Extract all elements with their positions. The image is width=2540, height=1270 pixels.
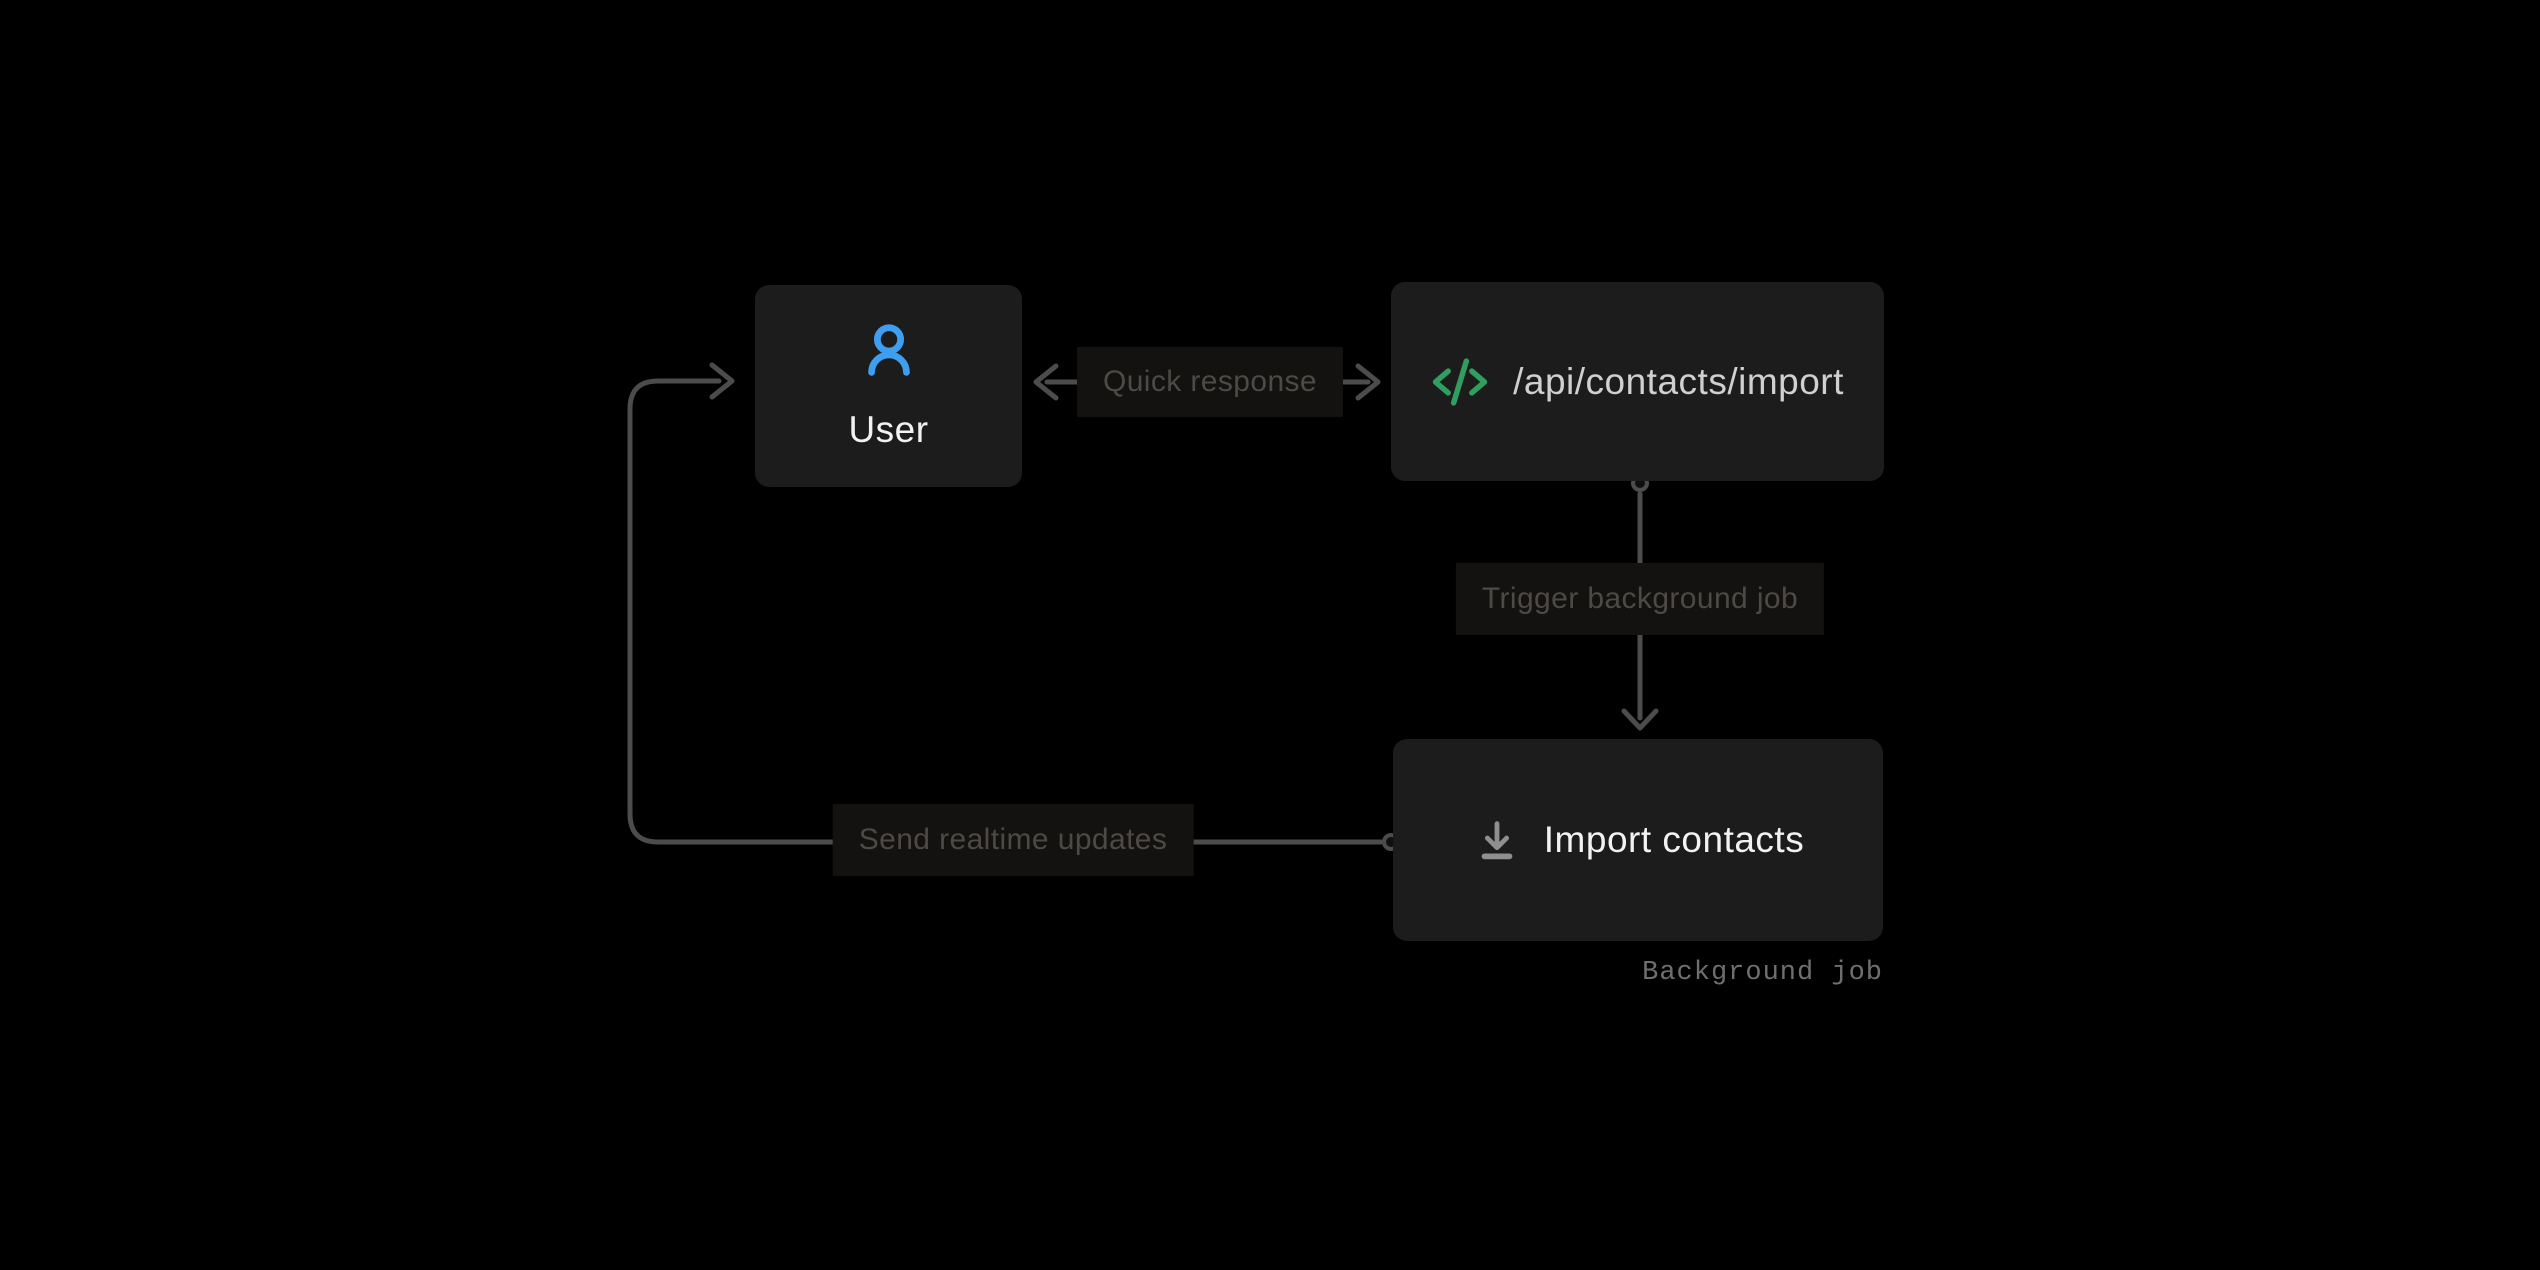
node-import-contacts-label: Import contacts: [1543, 819, 1805, 860]
edge-label-trigger-background-job[interactable]: Trigger background job: [1455, 563, 1825, 635]
node-user-label: User: [848, 409, 929, 450]
node-api-endpoint[interactable]: /api/contacts/import: [1391, 282, 1884, 481]
node-api-label: /api/contacts/import: [1513, 360, 1844, 402]
background-job-caption: Background job: [1642, 958, 1883, 988]
edge-label-quick-response[interactable]: Quick response: [1076, 347, 1344, 417]
edge-send-realtime-updates: [627, 362, 1384, 845]
code-icon: [1432, 357, 1488, 406]
node-user[interactable]: User: [755, 285, 1022, 487]
node-import-contacts[interactable]: Import contacts: [1393, 739, 1883, 941]
edge-label-send-realtime-updates[interactable]: Send realtime updates: [832, 804, 1194, 876]
user-icon: [867, 324, 910, 376]
download-icon: [1481, 821, 1513, 860]
